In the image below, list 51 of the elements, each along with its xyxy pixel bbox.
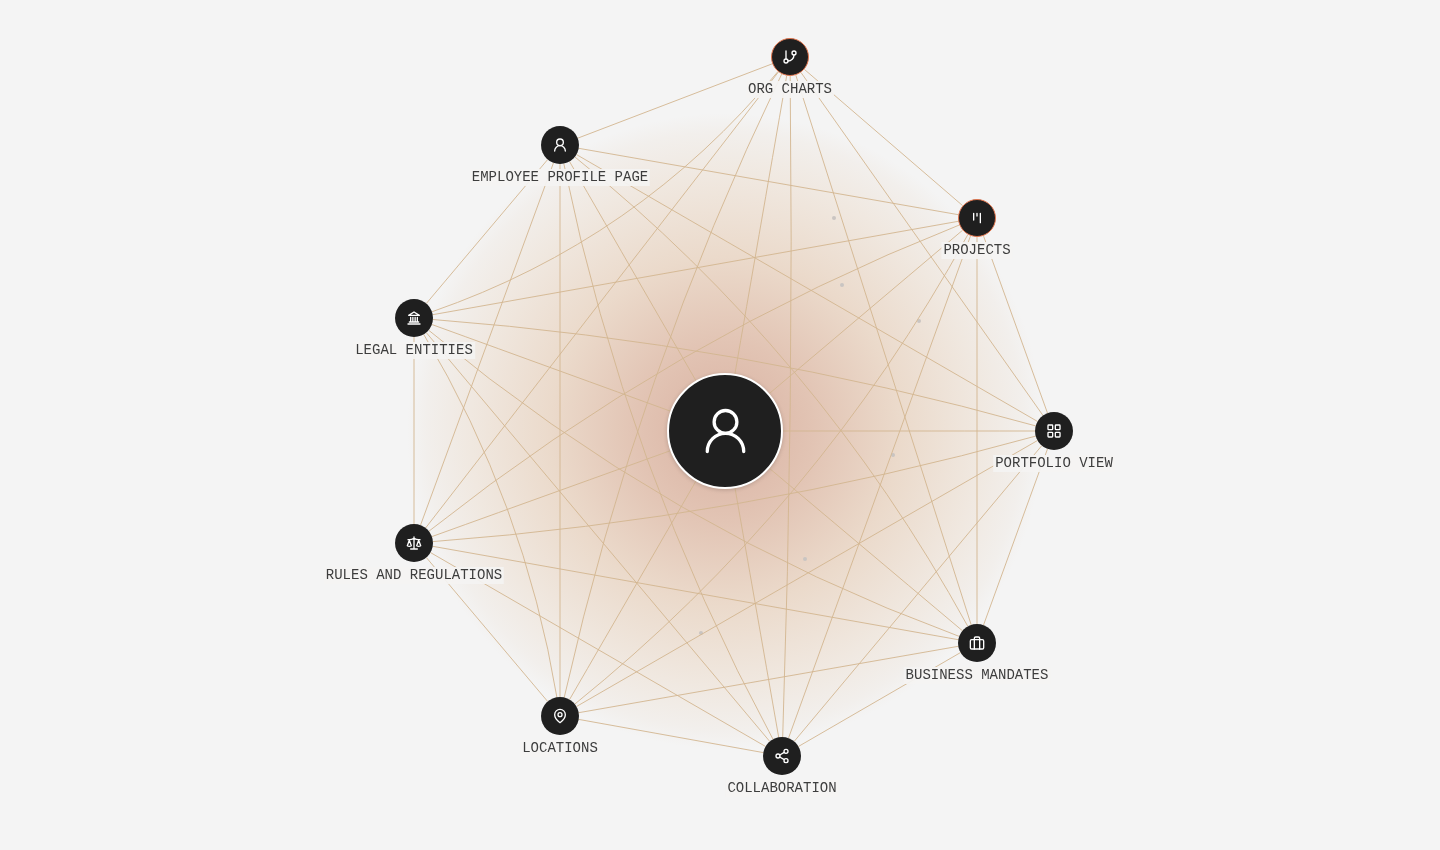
node-label: RULES AND REGULATIONS <box>323 567 505 584</box>
connector-line <box>428 224 960 532</box>
connector-line <box>793 445 1043 742</box>
connector-line <box>431 450 671 538</box>
connector-line <box>569 161 697 382</box>
connector-line <box>420 162 554 526</box>
connector-line <box>425 71 779 529</box>
connector-line <box>577 63 773 139</box>
node-label: PROJECTS <box>941 242 1013 259</box>
connector-line <box>432 220 959 316</box>
connector-line <box>559 163 561 698</box>
node-label: ORG CHARTS <box>746 81 834 98</box>
connector-line <box>425 332 771 742</box>
node-label: LEGAL ENTITIES <box>353 342 475 359</box>
connector-line <box>574 234 969 705</box>
connector-line <box>578 718 764 754</box>
connector-line <box>800 72 1044 416</box>
connector-line <box>734 487 780 738</box>
connector-line <box>429 552 767 747</box>
connector-line <box>734 75 788 375</box>
connector-line <box>782 75 792 738</box>
node-label: BUSINESS MANDATES <box>903 667 1051 684</box>
connector-line <box>425 557 549 702</box>
connector-line <box>768 229 963 395</box>
connector-line <box>578 645 959 714</box>
connector-line <box>428 329 960 637</box>
connector-line <box>976 236 978 625</box>
connector-line <box>983 235 1048 414</box>
connector-line <box>563 163 774 740</box>
connector-line <box>578 147 959 216</box>
connector-line <box>425 159 549 304</box>
node-label: EMPLOYEE PROFILE PAGE <box>469 169 651 186</box>
connector-line <box>575 154 1039 422</box>
connector-line <box>983 448 1048 626</box>
connector-line <box>569 480 697 701</box>
connector-line <box>782 430 1036 432</box>
connector-line <box>413 336 415 525</box>
connector-line <box>803 68 964 207</box>
connector-line <box>563 73 783 698</box>
connector-line <box>432 545 959 641</box>
connector-line <box>795 74 972 626</box>
connector-line <box>574 156 969 627</box>
connector-line <box>431 324 671 412</box>
connector-line <box>768 467 963 632</box>
connector-line <box>423 333 558 698</box>
connector-line <box>431 71 779 313</box>
node-label: PORTFOLIO VIEW <box>993 455 1115 472</box>
connector-line <box>432 435 1037 543</box>
connector-line <box>432 319 1037 427</box>
connector-line <box>576 440 1038 707</box>
connector-line <box>788 235 971 739</box>
